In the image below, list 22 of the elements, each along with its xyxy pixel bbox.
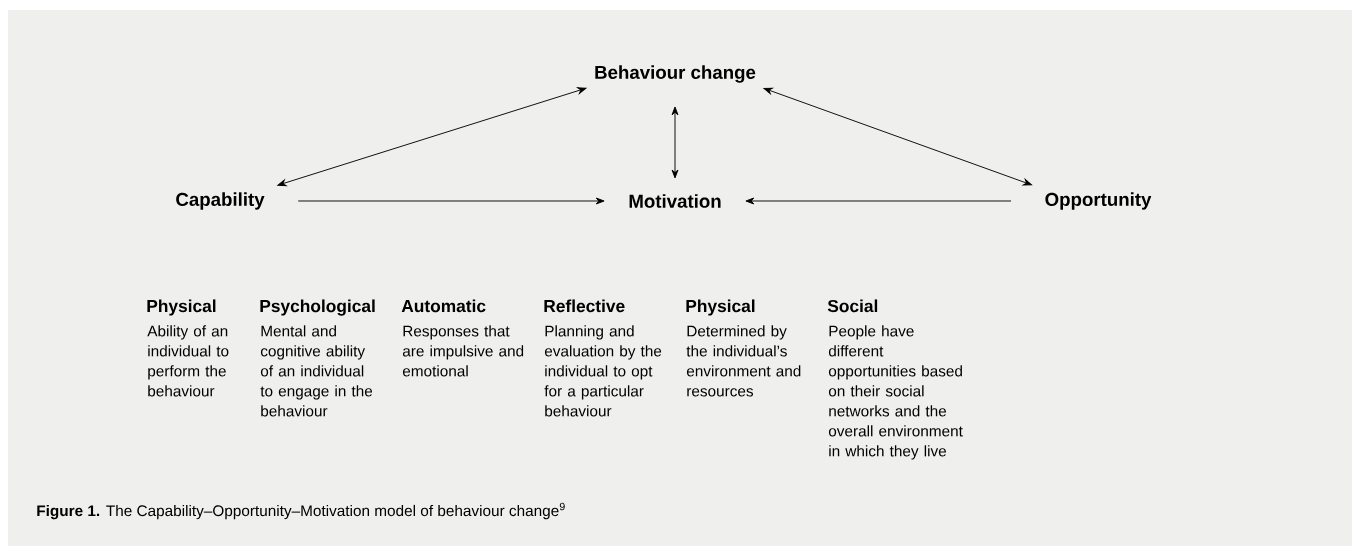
- description-text: Responses that are impulsive and emotional: [402, 325, 524, 377]
- column-heading: Physical: [147, 299, 216, 316]
- column-heading: Psychological: [260, 299, 375, 316]
- figure-caption: Figure 1. The Capability–Opportunity–Motivation model of behaviour change$^{9}$: [37, 502, 565, 520]
- description-text: People have different opportunities based on their social networks and the overall environment in which they live: [828, 325, 963, 460]
- concept-label: Opportunity: [1045, 192, 1152, 210]
- arrow: [277, 87, 587, 187]
- concept-label: Behaviour change: [595, 65, 756, 83]
- description-text: Mental and cognitive ability of an individual to engage in the behaviour: [260, 325, 373, 417]
- concept-label: Motivation: [629, 194, 721, 208]
- column-heading: Physical: [686, 299, 755, 316]
- column-heading: Social: [827, 299, 878, 313]
- description-text: Determined by the individual’s environment and resources: [686, 325, 801, 397]
- arrow: [763, 87, 1033, 186]
- concept-label: Capability: [176, 192, 265, 210]
- arrow: [745, 197, 1012, 205]
- description-text: Ability of an individual to perform the behaviour: [147, 325, 229, 397]
- description-text: Planning and evaluation by the individual to opt for a particular behaviour: [544, 325, 662, 417]
- arrow: [297, 197, 605, 205]
- column-heading: Reflective: [544, 299, 625, 313]
- column-heading: Automatic: [401, 299, 486, 313]
- arrow: [671, 106, 679, 179]
